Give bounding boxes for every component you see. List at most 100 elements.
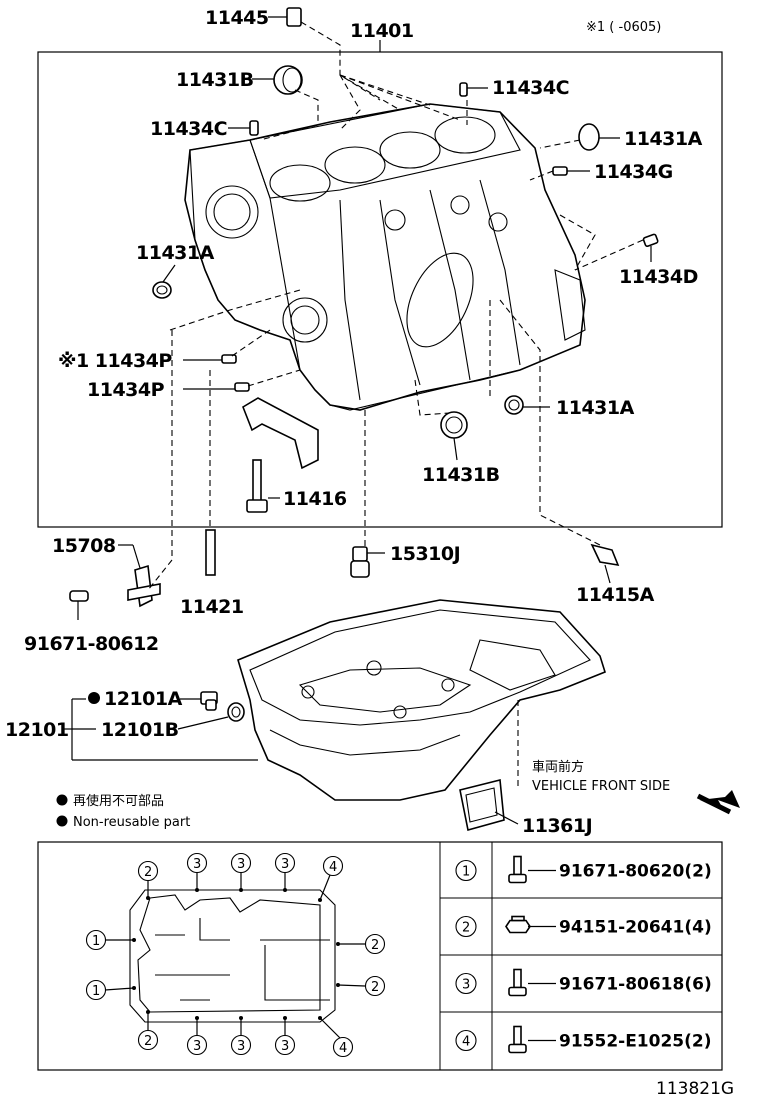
svg-text:3: 3 — [281, 1039, 289, 1054]
svg-text:3: 3 — [281, 857, 289, 872]
bolt-table-row: 1 91671-80620(2) — [455, 855, 712, 884]
label-11416: 11416 — [283, 488, 347, 510]
part-11431A-right-plug — [578, 123, 600, 151]
part-11431B-top-plug — [273, 65, 303, 95]
callout-3: 3 — [230, 852, 252, 874]
part-labels: 11445 11401 11431B 11434C 11434C 11431A … — [5, 7, 703, 837]
label-11434G: 11434G — [594, 161, 673, 183]
callout-2: 2 — [137, 860, 159, 882]
part-15310J-plug — [350, 546, 370, 578]
callout-3: 3 — [230, 1034, 252, 1056]
callout-4: 4 — [322, 855, 344, 877]
bolt-table-callout — [455, 859, 477, 882]
label-11431B-bottom: 11431B — [422, 464, 500, 486]
oil-pan-bolt-pattern — [104, 872, 366, 1039]
vehicle-front-jp: 車両前方 — [532, 759, 584, 775]
callout-2: 2 — [364, 975, 386, 997]
bolt-table-number: 3 — [462, 978, 470, 993]
flange-bolt-icon — [508, 855, 527, 884]
svg-text:1: 1 — [92, 934, 100, 949]
callout-4: 4 — [332, 1036, 354, 1058]
bolt-table-row: 3 91671-80618(6) — [455, 968, 712, 997]
callout-3: 3 — [274, 852, 296, 874]
figure-id: 113821G — [656, 1079, 734, 1099]
bolt-table-callout — [455, 1029, 477, 1052]
flange-bolt-icon — [508, 1025, 527, 1054]
callout-2: 2 — [364, 933, 386, 955]
callout-3: 3 — [186, 1034, 208, 1056]
part-11445-plug — [286, 7, 302, 27]
part-15708-sensor — [69, 564, 161, 608]
part-11434C-right-pin — [459, 82, 468, 97]
bolt-table-callout — [455, 972, 477, 995]
label-15708: 15708 — [52, 535, 116, 557]
callout-2: 2 — [137, 1029, 159, 1051]
svg-text:1: 1 — [92, 984, 100, 999]
oil-pan-illustration — [237, 599, 606, 801]
label-11431B-top: 11431B — [176, 69, 254, 91]
label-12101B: 12101B — [101, 719, 179, 741]
footnote-mark: ※1 ( -0605) — [586, 20, 661, 35]
bolt-table-part-number: 91671-80620(2) — [559, 862, 712, 882]
bolt-table-number: 2 — [462, 921, 470, 936]
bolt-table-number: 4 — [462, 1035, 470, 1050]
svg-text:3: 3 — [193, 857, 201, 872]
cylinder-block-illustration — [184, 103, 586, 411]
svg-text:2: 2 — [371, 938, 379, 953]
bolt-table-part-number: 91552-E1025(2) — [559, 1032, 712, 1052]
part-11434C-left-pin — [249, 120, 259, 136]
leader-lines — [62, 16, 652, 825]
bolt-pattern-frame — [37, 841, 723, 1071]
part-11431B-bottom-plug — [440, 411, 468, 439]
part-11421-stud — [205, 529, 216, 576]
bolt-table-number: 1 — [462, 865, 470, 880]
part-11416-bearing-cap — [242, 397, 319, 470]
flange-bolt-icon — [508, 968, 527, 997]
label-91671-80612: 91671-80612 — [24, 633, 159, 655]
bolt-table-part-number: 91671-80618(6) — [559, 975, 712, 995]
bolt-table — [439, 842, 722, 1070]
non-reusable-dot — [88, 692, 100, 704]
legend-en: Non-reusable part — [73, 815, 190, 830]
label-11434D: 11434D — [619, 266, 698, 288]
label-11434C-left: 11434C — [150, 118, 227, 140]
part-11361J-cover — [459, 778, 505, 832]
label-11431A-left: 11431A — [136, 242, 215, 264]
label-15310J: 15310J — [390, 543, 460, 565]
bolt-table-callout — [455, 915, 477, 938]
part-11434P-pins — [221, 354, 250, 392]
label-11361J: 11361J — [522, 815, 592, 837]
legend: 再使用不可部品 Non-reusable part — [56, 793, 190, 830]
callout-3: 3 — [186, 852, 208, 874]
callouts: 1 1 2 3 3 3 4 2 2 2 3 3 3 4 — [85, 852, 386, 1058]
svg-text:3: 3 — [193, 1039, 201, 1054]
part-11431A-left-plug — [152, 281, 172, 299]
label-11434C-right: 11434C — [492, 77, 569, 99]
part-11434G-pin — [552, 166, 568, 176]
vehicle-front-en: VEHICLE FRONT SIDE — [532, 779, 670, 794]
dashed-reference-lines — [147, 21, 644, 790]
svg-text:2: 2 — [144, 1034, 152, 1049]
svg-text:3: 3 — [237, 1039, 245, 1054]
label-11445: 11445 — [205, 7, 269, 29]
svg-text:4: 4 — [339, 1041, 347, 1056]
callout-3: 3 — [274, 1034, 296, 1056]
label-11434P-1: ※1 11434P — [58, 350, 172, 372]
svg-text:2: 2 — [371, 980, 379, 995]
part-12101A-drain-plug — [200, 691, 218, 711]
callout-1: 1 — [85, 979, 107, 1001]
flange-nut-icon — [505, 915, 531, 934]
part-11416-bolt — [246, 459, 268, 513]
label-11415A: 11415A — [576, 584, 655, 606]
label-11401: 11401 — [350, 20, 414, 42]
callout-1: 1 — [85, 929, 107, 951]
vehicle-front-arrow-icon — [696, 790, 740, 815]
part-12101B-gasket — [227, 702, 245, 722]
label-11431A-right: 11431A — [624, 128, 703, 150]
label-11434P-2: 11434P — [87, 379, 165, 401]
svg-text:4: 4 — [329, 860, 337, 875]
svg-text:3: 3 — [237, 857, 245, 872]
